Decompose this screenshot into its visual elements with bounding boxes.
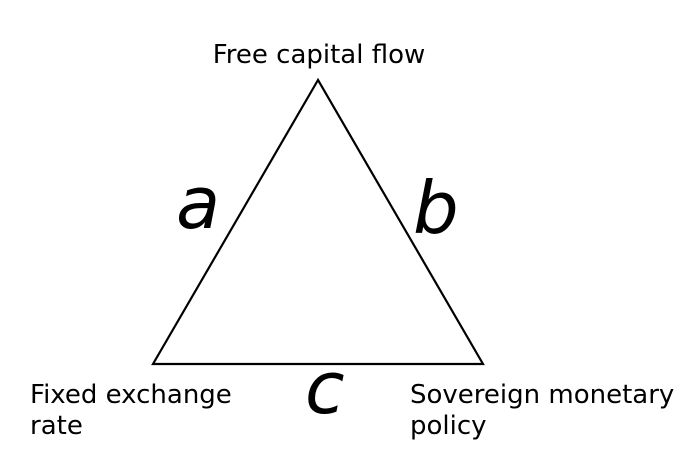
bottom-left-vertex-label-line1: Fixed exchange (30, 380, 232, 410)
bottom-right-vertex-label-line2: policy (410, 411, 487, 441)
right-edge-label-b: b (413, 166, 459, 250)
bottom-left-vertex-label-line2: rate (30, 411, 83, 441)
top-vertex-label: Free capital flow (213, 40, 426, 70)
triangle-outline (151, 77, 485, 366)
bottom-right-vertex-label-line1: Sovereign monetary (410, 380, 674, 410)
bottom-edge-label-c: c (305, 346, 345, 430)
left-edge-label-a: a (176, 161, 220, 245)
